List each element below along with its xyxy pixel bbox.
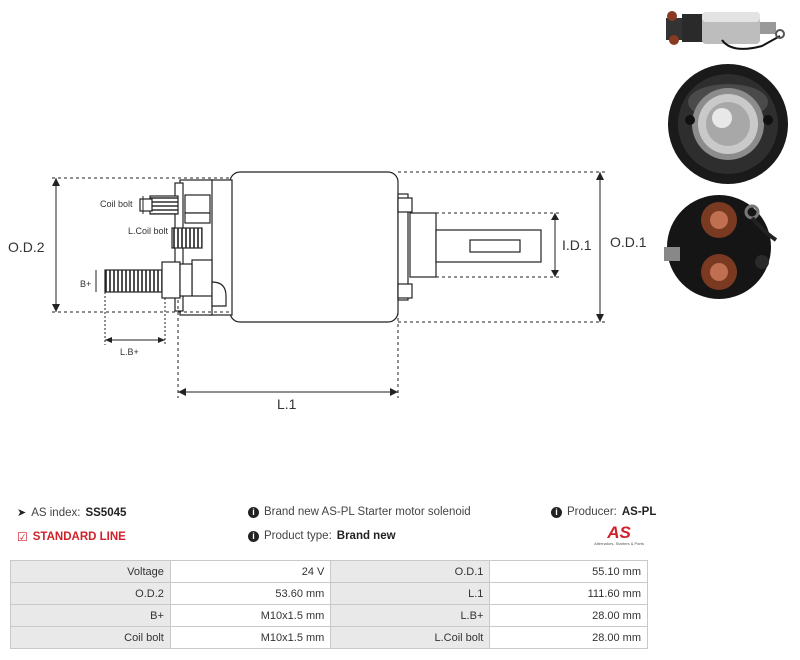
info-icon: i — [248, 506, 259, 518]
coil-bolt-label: Coil bolt — [100, 199, 133, 209]
spec-label: L.1 — [330, 582, 491, 605]
product-photo-terminals — [664, 195, 778, 299]
info-icon: i — [551, 506, 562, 518]
spec-label: L.Coil bolt — [330, 626, 491, 649]
as-logo-tagline: Alternators, Starters & Parts — [594, 541, 644, 546]
spec-label: L.B+ — [330, 604, 491, 627]
as-logo-mark: AS — [607, 523, 631, 542]
b-plus-label: B+ — [80, 279, 91, 289]
spec-value: 111.60 mm — [489, 582, 648, 605]
l-b-plus-label: L.B+ — [120, 347, 139, 357]
spec-value: 55.10 mm — [489, 560, 648, 583]
product-type-row: i Product type: Brand new — [248, 530, 396, 542]
check-square-icon: ☑ — [17, 530, 28, 544]
tags-icon: ➤ — [17, 507, 27, 519]
od2-label: O.D.2 — [8, 239, 45, 255]
standard-line-label: STANDARD LINE — [32, 531, 126, 543]
spec-value: 53.60 mm — [169, 582, 332, 605]
description-text: Brand new AS-PL Starter motor solenoid — [264, 506, 471, 518]
spec-label: B+ — [10, 604, 171, 627]
product-type-value: Brand new — [336, 530, 396, 542]
id1-label: I.D.1 — [562, 237, 592, 253]
info-icon: i — [248, 530, 259, 542]
spec-value: 28.00 mm — [489, 626, 648, 649]
as-index-label: AS index: — [31, 506, 81, 519]
producer-value: AS-PL — [621, 506, 657, 518]
spec-value: M10x1.5 mm — [169, 604, 332, 627]
spec-value: 28.00 mm — [489, 604, 648, 627]
as-logo: AS Alternators, Starters & Parts — [588, 524, 650, 546]
as-index-row: ➤ AS index: SS5045 — [17, 506, 127, 520]
producer-label: Producer: — [567, 506, 617, 518]
spec-label: O.D.2 — [10, 582, 171, 605]
spec-label: Voltage — [10, 560, 171, 583]
spec-label: O.D.1 — [330, 560, 491, 583]
spec-value: 24 V — [169, 560, 332, 583]
od1-label: O.D.1 — [610, 234, 647, 250]
standard-line-row: ☑ STANDARD LINE — [17, 530, 126, 544]
spec-label: Coil bolt — [10, 626, 171, 649]
as-index-value: SS5045 — [85, 506, 127, 519]
spec-value: M10x1.5 mm — [169, 626, 332, 649]
solenoid-body — [229, 171, 399, 323]
description-row: i Brand new AS-PL Starter motor solenoid — [248, 506, 471, 518]
product-photo-front — [668, 64, 788, 184]
l-coil-bolt-label: L.Coil bolt — [128, 226, 169, 236]
l1-label: L.1 — [277, 396, 297, 412]
solenoid-technical-drawing: O.D.2 O.D.1 I.D.1 L.1 Coil bolt L.Coil b… — [8, 171, 647, 412]
product-photo-side — [666, 11, 785, 50]
producer-row: i Producer: AS-PL — [551, 506, 656, 518]
product-type-label: Product type: — [264, 530, 332, 542]
